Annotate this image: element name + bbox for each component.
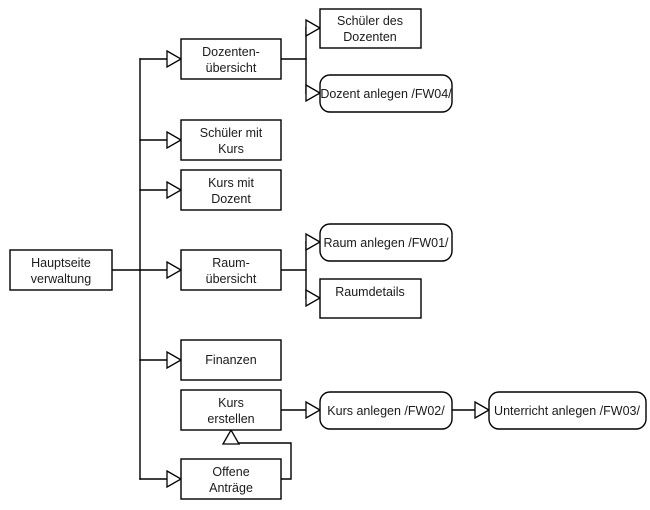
arrowhead-raum-anlegen bbox=[305, 232, 322, 252]
arrowhead-dozent-anlegen bbox=[305, 83, 322, 103]
arrowhead-schueler-mit-kurs bbox=[166, 130, 183, 150]
node-label-hauptseite-line2: verwaltung bbox=[31, 272, 91, 286]
arrowhead-unterricht-anlegen bbox=[474, 400, 491, 420]
arrowhead-schueler-des-dozenten bbox=[305, 18, 322, 38]
node-hauptseite-verwaltung[interactable]: Hauptseite verwaltung bbox=[9, 249, 113, 291]
arrowhead-finanzen bbox=[166, 350, 183, 370]
node-label-kurs-erstellen-line1: Kurs bbox=[218, 396, 244, 410]
node-schueler-des-dozenten[interactable]: Schüler des Dozenten bbox=[319, 8, 422, 49]
node-label-schueler-des-dozenten-line1: Schüler des bbox=[337, 14, 403, 28]
node-schueler-mit-kurs[interactable]: Schüler mit Kurs bbox=[180, 119, 282, 161]
node-label-kurs-anlegen: Kurs anlegen /FW02/ bbox=[327, 404, 445, 418]
node-dozentenuebersicht[interactable]: Dozenten- übersicht bbox=[180, 38, 282, 80]
arrowhead-dozentenuebersicht bbox=[166, 49, 183, 69]
arrowhead-kurs-mit-dozent bbox=[166, 180, 183, 200]
node-label-raumdetails: Raumdetails bbox=[335, 285, 404, 299]
node-label-schueler-mit-kurs-line1: Schüler mit bbox=[200, 126, 263, 140]
node-label-dozentenuebersicht-line2: übersicht bbox=[206, 61, 257, 75]
node-label-raum-anlegen: Raum anlegen /FW01/ bbox=[323, 236, 449, 250]
node-label-kurs-erstellen-line2: erstellen bbox=[207, 412, 254, 426]
node-raumdetails[interactable]: Raumdetails bbox=[319, 278, 422, 319]
node-finanzen[interactable]: Finanzen bbox=[180, 339, 282, 381]
node-label-hauptseite-line1: Hauptseite bbox=[31, 256, 91, 270]
node-raum-anlegen[interactable]: Raum anlegen /FW01/ bbox=[319, 223, 453, 262]
node-label-kurs-mit-dozent-line1: Kurs mit bbox=[208, 176, 254, 190]
node-label-offene-antraege-line1: Offene bbox=[212, 465, 249, 479]
node-kurs-erstellen[interactable]: Kurs erstellen bbox=[180, 389, 282, 431]
arrowhead-raumdetails bbox=[305, 288, 322, 308]
node-offene-antraege[interactable]: Offene Anträge bbox=[180, 458, 282, 500]
node-kurs-mit-dozent[interactable]: Kurs mit Dozent bbox=[180, 169, 282, 211]
node-label-dozentenuebersicht-line1: Dozenten- bbox=[202, 45, 260, 59]
node-dozent-anlegen[interactable]: Dozent anlegen /FW04/ bbox=[319, 74, 453, 113]
node-label-finanzen: Finanzen bbox=[205, 353, 256, 367]
edge-layer bbox=[111, 18, 491, 489]
arrowhead-kurs-erstellen-up bbox=[221, 428, 241, 445]
arrowhead-kurs-anlegen bbox=[305, 400, 322, 420]
node-label-offene-antraege-line2: Anträge bbox=[209, 481, 253, 495]
arrowhead-offene-antraege bbox=[166, 469, 183, 489]
node-label-kurs-mit-dozent-line2: Dozent bbox=[211, 192, 251, 206]
node-raumuebersicht[interactable]: Raum- übersicht bbox=[180, 249, 282, 291]
node-layer: Hauptseite verwaltung Dozenten- übersich… bbox=[9, 8, 647, 500]
node-unterricht-anlegen[interactable]: Unterricht anlegen /FW03/ bbox=[488, 391, 647, 430]
node-label-dozent-anlegen: Dozent anlegen /FW04/ bbox=[320, 87, 452, 101]
node-label-raumuebersicht-line2: übersicht bbox=[206, 272, 257, 286]
node-kurs-anlegen[interactable]: Kurs anlegen /FW02/ bbox=[319, 391, 453, 430]
node-label-unterricht-anlegen: Unterricht anlegen /FW03/ bbox=[494, 404, 640, 418]
node-label-schueler-des-dozenten-line2: Dozenten bbox=[343, 30, 397, 44]
node-label-schueler-mit-kurs-line2: Kurs bbox=[218, 142, 244, 156]
arrowhead-raumuebersicht bbox=[166, 260, 183, 280]
node-label-raumuebersicht-line1: Raum- bbox=[212, 256, 250, 270]
